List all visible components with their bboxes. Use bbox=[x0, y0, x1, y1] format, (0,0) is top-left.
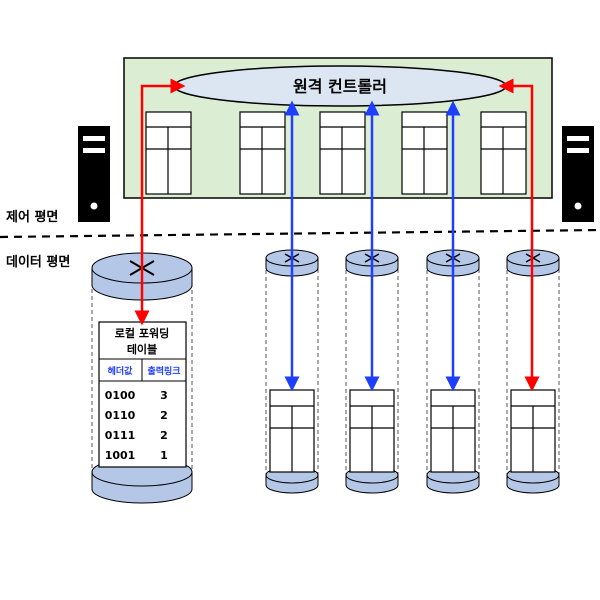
local-forwarding-table: 로컬 포워딩 테이블 헤더값 출력링크 0100 3 0110 2 0111 2… bbox=[98, 321, 187, 468]
column-header-outlink: 출력링크 bbox=[147, 365, 180, 377]
row-4-link: 1 bbox=[160, 449, 168, 462]
red-arrow-right bbox=[498, 78, 540, 392]
row-4-header: 1001 bbox=[105, 449, 136, 462]
controller-flow-table-4 bbox=[401, 111, 448, 195]
controller-flow-table-1 bbox=[145, 111, 192, 195]
row-1-header: 0100 bbox=[105, 389, 136, 402]
row-3-header: 0111 bbox=[105, 429, 136, 442]
table-row: 1001 1 bbox=[105, 449, 168, 462]
control-plane-label: 제어 평면 bbox=[6, 209, 58, 225]
table-title-line1: 로컬 포워딩 bbox=[115, 326, 169, 340]
data-plane-label: 데이터 평면 bbox=[6, 254, 70, 270]
row-3-link: 2 bbox=[160, 429, 168, 442]
remote-controller-label: 원격 컨트롤러 bbox=[293, 77, 387, 96]
server-icon-right bbox=[562, 126, 594, 222]
table-title-line2: 테이블 bbox=[127, 342, 157, 356]
red-arrow-left bbox=[134, 78, 186, 326]
plane-divider bbox=[0, 228, 600, 239]
controller-flow-table-3 bbox=[319, 111, 366, 195]
table-row: 0100 3 bbox=[105, 389, 168, 402]
table-row: 0111 2 bbox=[105, 429, 168, 442]
controller-flow-table-2 bbox=[239, 111, 286, 195]
server-icon-left bbox=[78, 126, 110, 222]
row-2-link: 2 bbox=[160, 409, 168, 422]
column-header-value: 헤더값 bbox=[108, 365, 134, 377]
table-row: 0110 2 bbox=[105, 409, 168, 422]
row-1-link: 3 bbox=[160, 389, 168, 402]
controller-flow-table-5 bbox=[480, 111, 527, 195]
row-2-header: 0110 bbox=[105, 409, 136, 422]
